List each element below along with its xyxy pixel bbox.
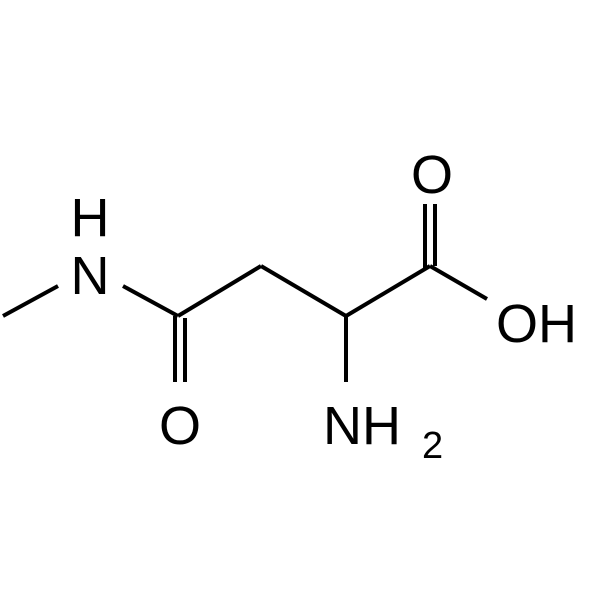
hydroxyl-label: OH	[496, 294, 577, 354]
amine-nh-label: NH	[323, 396, 401, 456]
carbonyl-oxygen-label: O	[411, 145, 453, 205]
bond-methyl-n	[2, 284, 59, 318]
bond-alpha-carboxyl	[344, 264, 432, 318]
amide-nitrogen-label: N	[71, 246, 110, 306]
amide-oxygen-label: O	[159, 396, 201, 456]
bond-n-carbonyl	[122, 284, 179, 318]
bond-carboxyl-oh	[428, 264, 489, 301]
amine-subscript-label: 2	[422, 425, 443, 467]
amide-hydrogen-label: H	[71, 188, 110, 248]
bond-carbonyl-ch2	[176, 264, 263, 318]
bond-ch2-alpha	[259, 264, 348, 318]
